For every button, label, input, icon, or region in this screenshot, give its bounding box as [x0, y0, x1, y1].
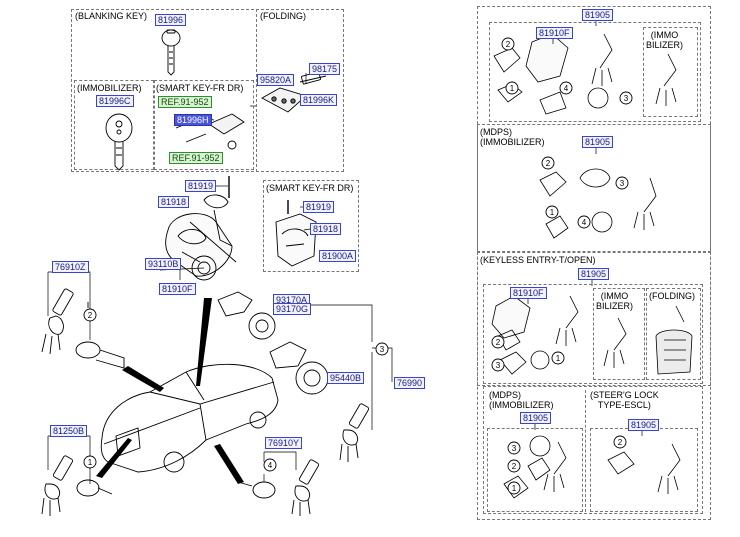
part-number-95440B[interactable]: 95440B [327, 372, 365, 384]
section-label-mdps-immobilizer-2: (MDPS) (IMMOBILIZER) [489, 390, 554, 410]
section-label-steer-lock: (STEER'G LOCK TYPE-ESCL) [590, 390, 659, 410]
part-number-81996K[interactable]: 81996K [300, 94, 338, 106]
part-number-76990[interactable]: 76990 [394, 377, 426, 389]
section-label-folding: (FOLDING) [260, 11, 306, 21]
part-number-81910F[interactable]: 81910F [159, 283, 196, 295]
section-label-folding-2: (FOLDING) [649, 291, 695, 301]
section-immo-bilizer-2 [593, 288, 645, 380]
callout-number: 4 [582, 218, 587, 227]
part-number-81918[interactable]: 81918 [158, 196, 190, 208]
reference-link-91-952[interactable]: REF.91-952 [158, 96, 212, 108]
ignition-assembly-drawing [165, 176, 237, 281]
part-number-98175[interactable]: 98175 [309, 63, 341, 75]
callout-number: 2 [512, 462, 517, 471]
part-number-81918-b[interactable]: 81918 [310, 223, 342, 235]
section-top-81905 [489, 22, 701, 122]
section-smart-key [154, 80, 254, 170]
reference-link-91-952-2[interactable]: REF.91-952 [169, 152, 223, 164]
callout-number: 4 [564, 84, 569, 93]
part-number-76910Z[interactable]: 76910Z [52, 261, 89, 273]
callout-number: 1 [512, 484, 517, 493]
section-right-divider [585, 390, 586, 512]
pointer-wedges [96, 298, 244, 484]
part-number-81996C[interactable]: 81996C [96, 95, 134, 107]
callout-circles [83, 37, 633, 495]
callout-numbers: 2 1 4 3 2 1 4 3 2 1 3 4 2 3 1 3 2 1 2 [88, 40, 629, 493]
callout-number: 3 [380, 345, 385, 354]
part-number-81919-b[interactable]: 81919 [303, 201, 335, 213]
section-label-keyless: (KEYLESS ENTRY-T/OPEN) [480, 255, 596, 265]
section-bottom-wrapper [483, 386, 703, 514]
part-number-81905-top[interactable]: 81905 [582, 9, 614, 21]
part-number-81910F-keyless[interactable]: 81910F [510, 287, 547, 299]
section-smart-key-2 [263, 180, 359, 272]
callout-number: 2 [618, 438, 623, 447]
section-label-immo-bilizer-2: (IMMO BILIZER) [596, 291, 634, 311]
part-number-81919[interactable]: 81919 [185, 180, 217, 192]
section-immobilizer [74, 80, 154, 170]
callout-number: 2 [88, 311, 93, 320]
section-label-smart-key-2: (SMART KEY-FR DR) [266, 183, 354, 193]
callout-number: 2 [546, 159, 551, 168]
callout-number: 1 [550, 208, 555, 217]
section-folding-2 [646, 288, 701, 380]
car-drawing [100, 363, 279, 473]
section-immo-bilizer [643, 27, 698, 117]
section-keyless-inner [483, 284, 703, 384]
door-cylinder-2-drawing [275, 200, 317, 267]
section-mdps-immobilizer-2 [487, 428, 583, 512]
part-number-81996[interactable]: 81996 [155, 14, 187, 26]
part-number-81905-keyless[interactable]: 81905 [578, 268, 610, 280]
door-key-left-drawing [41, 288, 125, 369]
part-number-81250B[interactable]: 81250B [50, 425, 88, 437]
section-mdps-immobilizer [477, 124, 711, 252]
callout-number: 3 [512, 444, 517, 453]
callout-number: 4 [268, 461, 273, 470]
immobilizer-key-drawing [105, 113, 133, 171]
part-number-93110B[interactable]: 93110B [145, 258, 182, 270]
callout-number: 2 [496, 338, 501, 347]
callout-number: 1 [88, 458, 93, 467]
section-label-immo-bilizer: (IMMO BILIZER) [646, 30, 684, 50]
part-number-76910Y[interactable]: 76910Y [265, 437, 303, 449]
section-label-smart-key: (SMART KEY-FR DR) [156, 83, 244, 93]
blank-key-drawing [161, 29, 181, 76]
callout-number: 2 [506, 40, 511, 49]
door-key-right-drawing [237, 459, 320, 516]
part-number-81905-steer-lock[interactable]: 81905 [628, 419, 660, 431]
part-number-93170G[interactable]: 93170G [273, 303, 312, 315]
section-label-mdps-immobilizer: (MDPS) (IMMOBILIZER) [480, 127, 545, 147]
part-number-81910F-top[interactable]: 81910F [536, 27, 573, 39]
section-blanking-immobilizer-divider [71, 9, 257, 172]
callout-number: 3 [624, 94, 629, 103]
trunk-key-drawing [41, 455, 113, 516]
part-number-81905-mdps[interactable]: 81905 [582, 136, 614, 148]
part-number-81905-mdps-2[interactable]: 81905 [520, 412, 552, 424]
callout-number: 1 [556, 354, 561, 363]
callout-number: 3 [620, 179, 625, 188]
folding-key-drawing [261, 71, 327, 113]
section-keyless [477, 252, 711, 386]
part-number-95820A[interactable]: 95820A [257, 74, 295, 86]
callout-number: 3 [496, 361, 501, 370]
section-label-immobilizer: (IMMOBILIZER) [77, 83, 142, 93]
part-number-81900A[interactable]: 81900A [319, 250, 357, 262]
section-steer-lock [590, 428, 698, 512]
part-number-81996H[interactable]: 81996H [174, 114, 212, 126]
section-left-top [71, 9, 344, 172]
callout-number: 1 [510, 84, 515, 93]
section-label-blanking-key: (BLANKING KEY) [75, 11, 148, 21]
